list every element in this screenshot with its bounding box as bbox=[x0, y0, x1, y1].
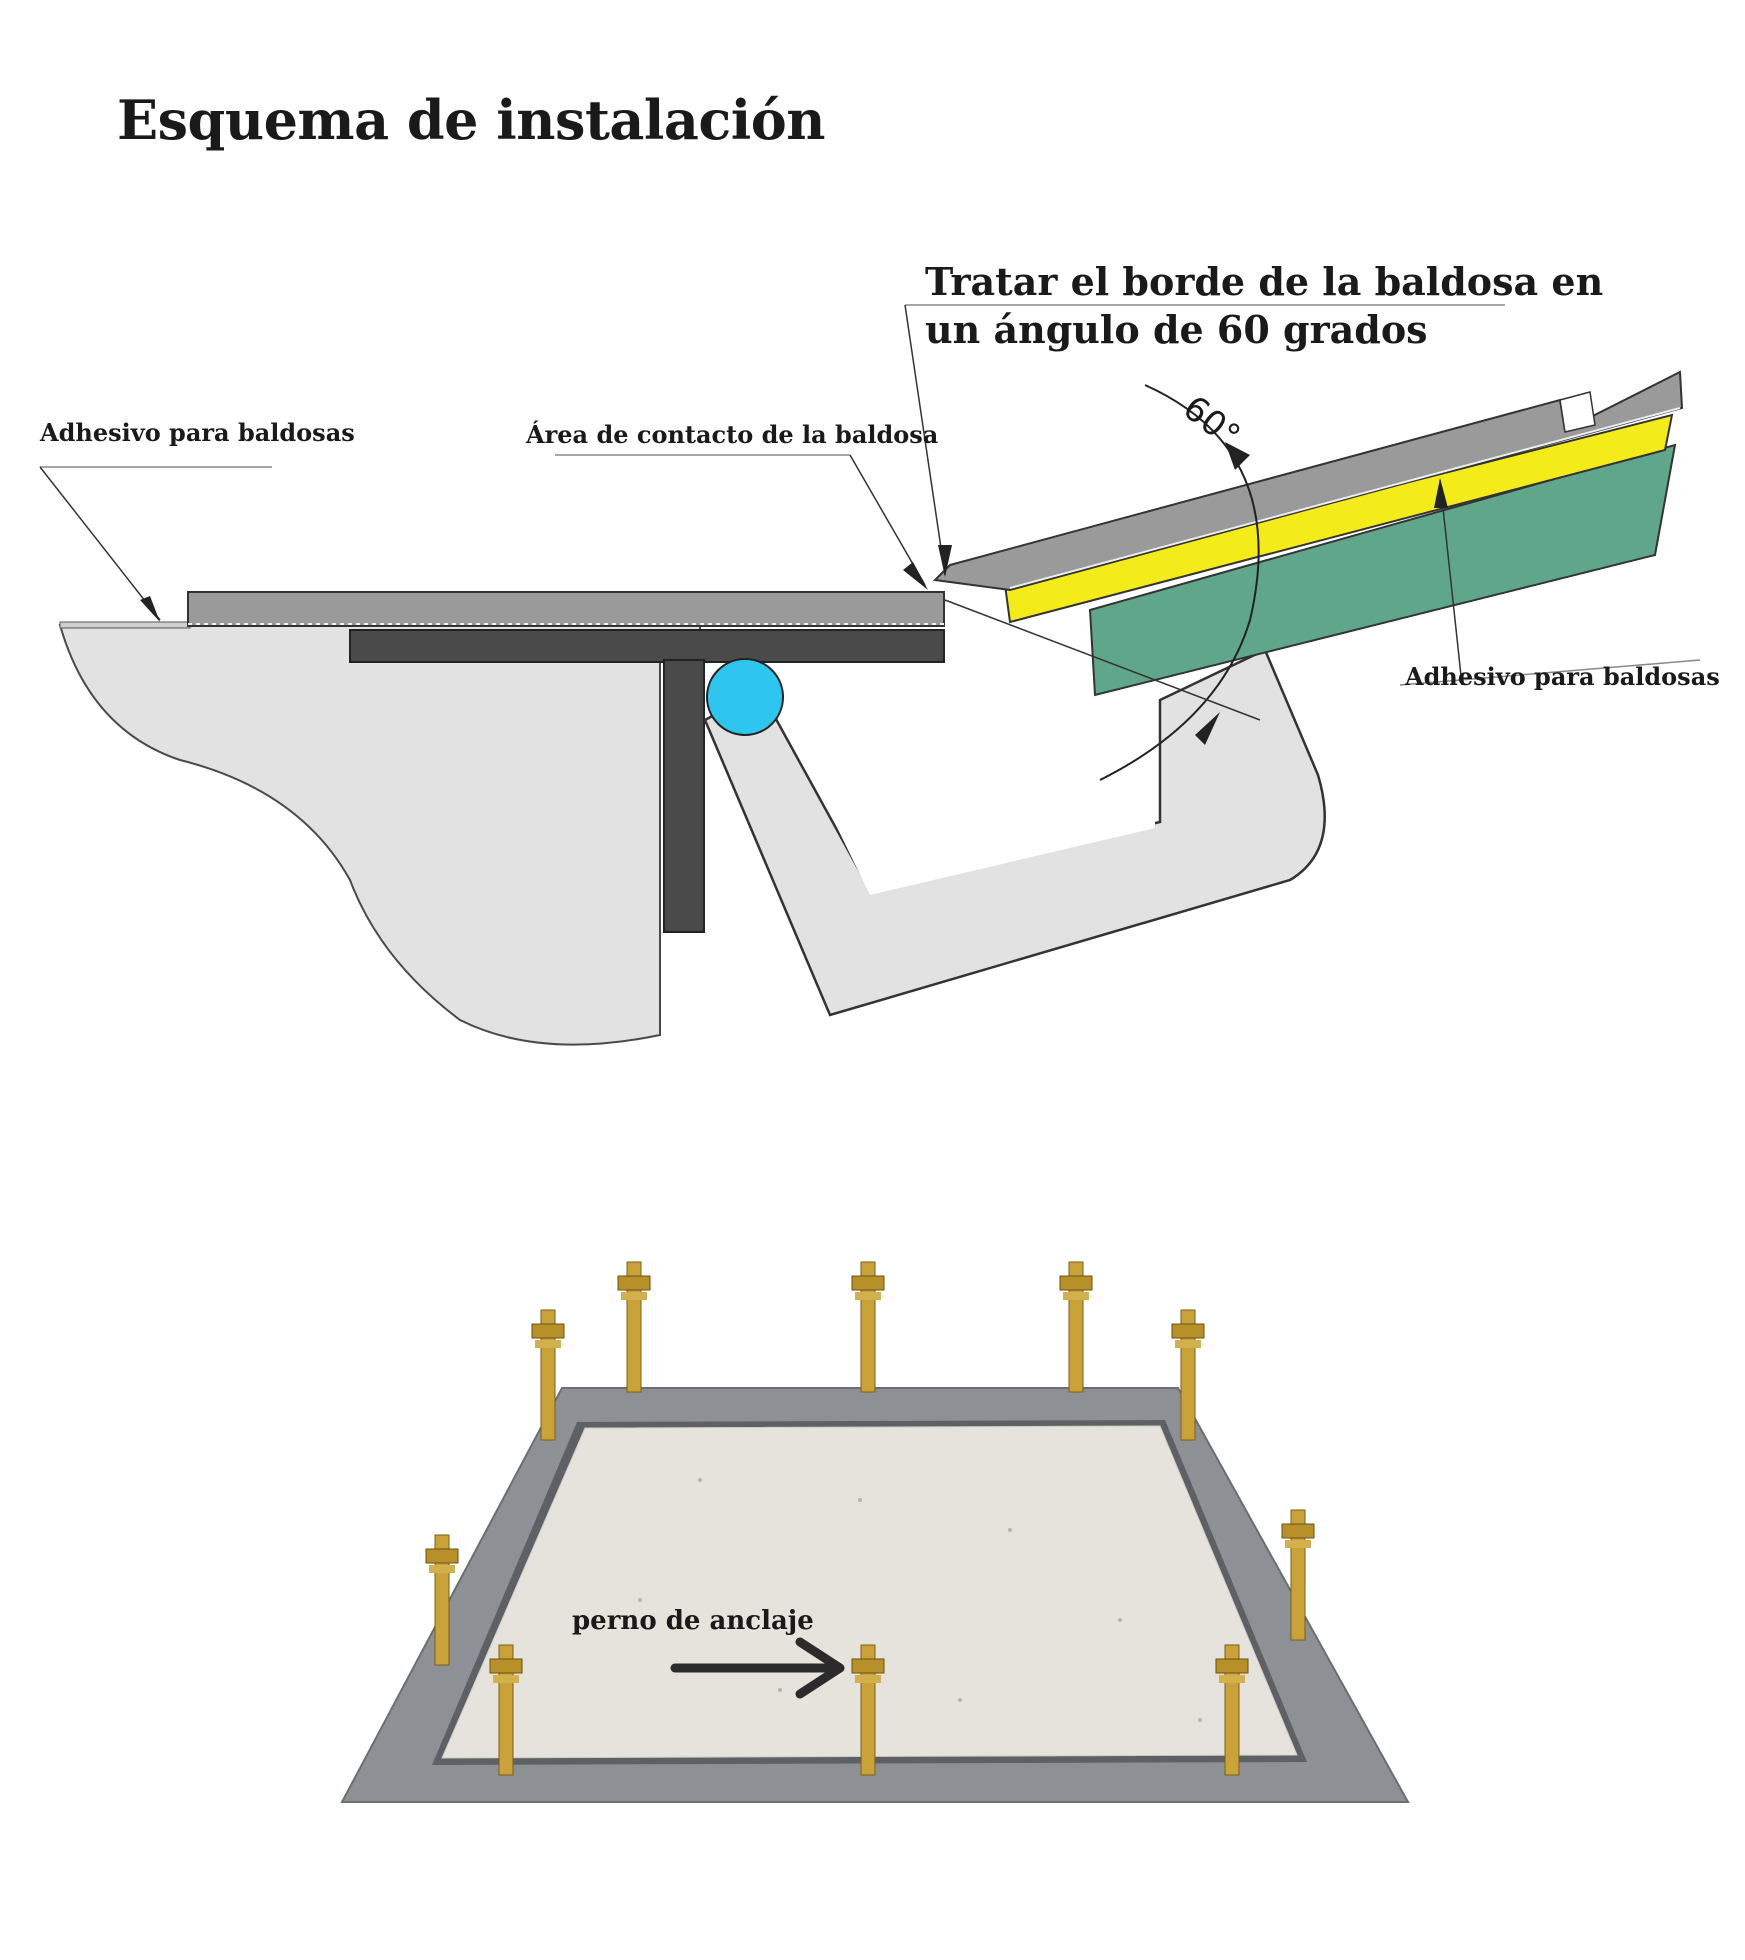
bolt bbox=[1215, 1644, 1249, 1776]
bolt bbox=[1059, 1261, 1093, 1393]
page-title: Esquema de instalación bbox=[117, 88, 826, 152]
gasket-circle bbox=[706, 658, 784, 736]
leader-adhesive-right bbox=[1439, 479, 1463, 686]
bolt bbox=[617, 1261, 651, 1393]
t-frame-horizontal bbox=[349, 629, 945, 663]
bolt bbox=[851, 1261, 885, 1393]
anchor-bolts bbox=[425, 1261, 1315, 1776]
label-anchor-bolt: perno de anclaje bbox=[572, 1606, 814, 1636]
bolt bbox=[489, 1644, 523, 1776]
left-tile bbox=[187, 591, 945, 627]
cover-body bbox=[703, 648, 1326, 1017]
label-adhesive-right: Adhesivo para baldosas bbox=[1405, 662, 1720, 691]
bolt bbox=[1171, 1309, 1205, 1441]
bolt bbox=[851, 1644, 885, 1776]
fixed-frame-body bbox=[58, 624, 701, 1046]
anchor-arrow-icon bbox=[670, 1637, 845, 1699]
bolt bbox=[531, 1309, 565, 1441]
label-bevel-line2: un ángulo de 60 grados bbox=[925, 307, 1428, 352]
label-contact-area: Área de contacto de la baldosa bbox=[526, 420, 939, 449]
label-adhesive-left: Adhesivo para baldosas bbox=[40, 418, 355, 447]
concrete-panel bbox=[441, 1425, 1298, 1759]
t-frame-vertical bbox=[663, 659, 705, 933]
left-adhesive-strip bbox=[59, 621, 191, 629]
bolt bbox=[1281, 1509, 1315, 1641]
bolt bbox=[425, 1534, 459, 1666]
angle-arc bbox=[1099, 384, 1260, 781]
label-bevel-line1: Tratar el borde de la baldosa en bbox=[925, 259, 1604, 304]
access-panel-photo bbox=[340, 1261, 1410, 1803]
green-board bbox=[1088, 443, 1677, 697]
cover-recess bbox=[775, 700, 1155, 895]
